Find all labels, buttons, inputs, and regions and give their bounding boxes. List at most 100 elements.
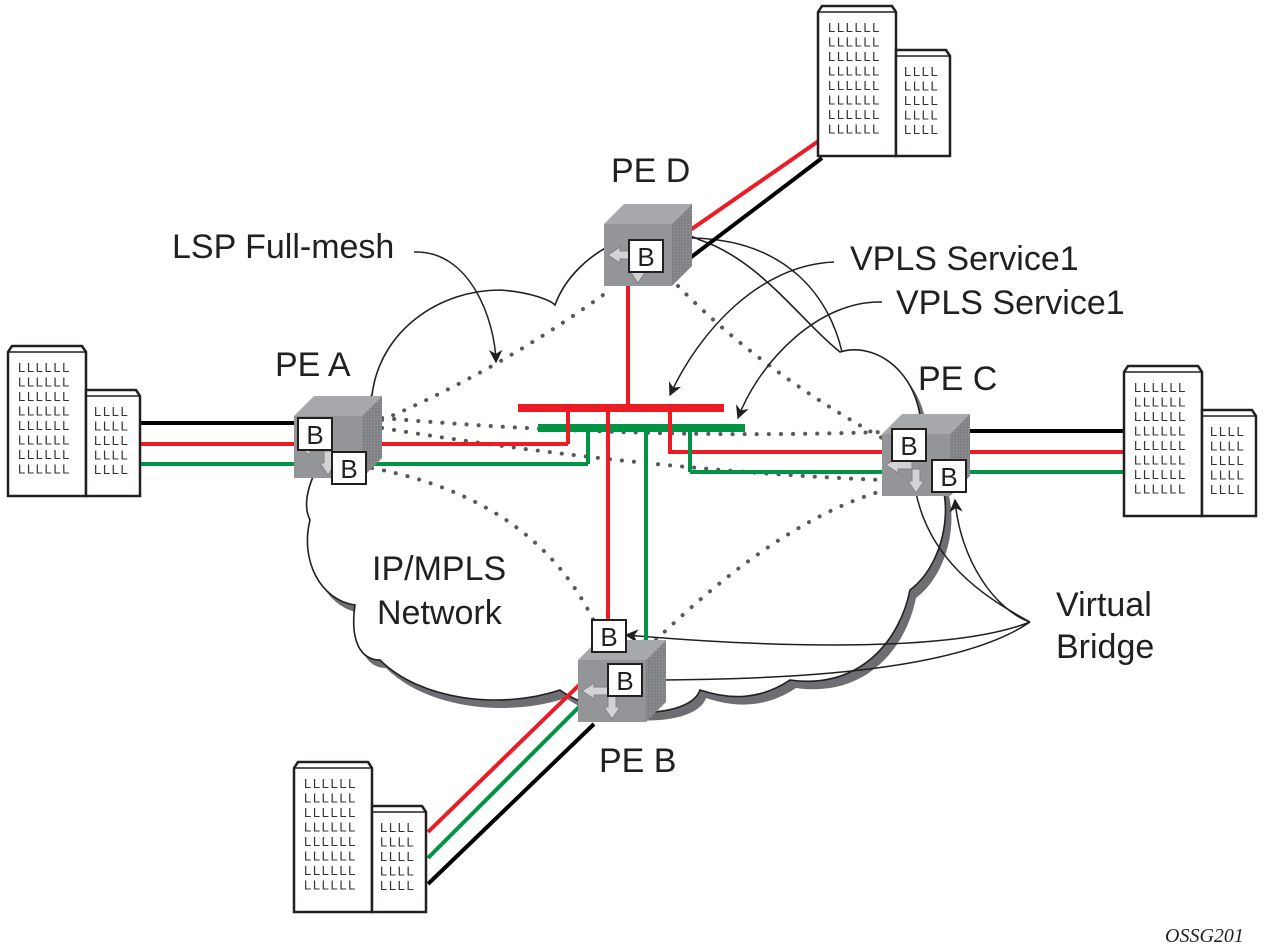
window-row: LLLL [904,108,939,123]
window-row: LLLLLL [18,447,71,462]
vpls1-callout-arrow [668,261,835,397]
pe-a-virtual-bridge-2[interactable]: B [331,451,367,485]
window-row: LLLL [1210,482,1245,497]
window-row: LLLLLL [18,462,71,477]
router-top-face [604,204,692,224]
pe-b-label: PE B [599,742,676,780]
pe-a-label: PE A [275,346,351,384]
vpls-services [518,280,745,640]
router-side-face [672,204,692,286]
window-row: LLLLLL [304,849,357,864]
window-row: LLLLLL [828,64,881,79]
labels: PE D PE A PE C PE B LSP Full-mesh VPLS S… [172,152,1244,947]
window-row: LLLL [380,849,415,864]
lsp-a-c [380,426,884,482]
network-label-line2: Network [377,594,503,632]
vbridge-arrow-4 [640,621,1031,687]
site-d-black [688,156,824,260]
bridge-label: B [340,454,357,484]
window-row: LLLL [380,820,415,835]
pe-d-virtual-bridge-1[interactable]: B [628,239,664,273]
window-row: LLLLLL [1134,453,1187,468]
site-c-building-icon: LLLLLLLLLLLLLLLLLLLLLLLLLLLLLLLLLLLLLLLL… [1122,364,1258,518]
window-row: LLLL [380,835,415,850]
bridge-label: B [900,431,917,461]
callout-arrows [413,237,1031,687]
vbridge-label-line1: Virtual [1056,586,1152,624]
window-row: LLLL [380,864,415,879]
lsp-full-mesh [370,284,887,642]
site-b-building-icon: LLLLLLLLLLLLLLLLLLLLLLLLLLLLLLLLLLLLLLLL… [292,760,428,914]
vbridge-arrow-3 [624,621,1031,646]
lsp-a-b [370,466,600,632]
window-row: LLLL [904,122,939,137]
window-row: LLLL [904,93,939,108]
vbridge-arrow-1 [907,470,1031,623]
bridge-label: B [940,462,957,492]
window-row: LLLLLL [18,389,71,404]
window-row: LLLL [1210,439,1245,454]
window-row: LLLL [94,419,129,434]
window-row: LLLL [94,433,129,448]
window-row: LLLLLL [18,418,71,433]
window-row: LLLL [1210,424,1245,439]
window-row: LLLL [94,462,129,477]
window-row: LLLLLL [304,878,357,893]
window-row: LLLLLL [1134,438,1187,453]
pe-c-router[interactable]: BB [882,414,970,496]
pe-c-virtual-bridge-1[interactable]: B [891,428,927,462]
window-row: LLLLLL [1134,424,1187,439]
pe-d-label: PE D [611,152,690,190]
window-row: LLLLLL [18,375,71,390]
window-row: LLLLLL [1134,409,1187,424]
cloud-arc-d [691,237,843,353]
pe-a-router[interactable]: BB [294,396,382,485]
window-row: LLLLLL [18,433,71,448]
window-row: LLLLLL [1134,380,1187,395]
pe-a-virtual-bridge-1[interactable]: B [297,417,333,451]
window-row: LLLLLL [304,863,357,878]
window-row: LLLLLL [18,404,71,419]
site-a-building-icon: LLLLLLLLLLLLLLLLLLLLLLLLLLLLLLLLLLLLLLLL… [6,344,142,498]
window-row: LLLL [904,79,939,94]
pe-b-virtual-bridge-1[interactable]: B [591,619,627,653]
site-d-building-icon: LLLLLLLLLLLLLLLLLLLLLLLLLLLLLLLLLLLLLLLL… [816,4,952,158]
window-row: LLLLLL [828,122,881,137]
router-arrow-icon [907,468,925,494]
window-row: LLLLLL [828,107,881,122]
vpls1-callout-label: VPLS Service1 [850,240,1079,278]
pe-c-virtual-bridge-2[interactable]: B [931,459,967,493]
router-top-face [294,396,382,416]
window-row: LLLL [1210,468,1245,483]
window-row: LLLLLL [1134,482,1187,497]
vpls2-callout-label: VPLS Service1 [896,284,1125,322]
vpls2-callout-arrow [736,301,883,420]
window-row: LLLLLL [828,78,881,93]
lsp-d-c [676,284,884,440]
site-b-black [426,722,596,886]
lsp-callout-arrow [413,251,503,364]
figure-id: OSSG201 [1165,925,1244,947]
lsp-callout-label: LSP Full-mesh [172,228,394,266]
window-row: LLLLLL [18,360,71,375]
window-row: LLLLLL [304,820,357,835]
lsp-a-d [380,288,612,422]
window-row: LLLL [94,448,129,463]
bridge-label: B [637,242,654,272]
network-label-line1: IP/MPLS [372,550,506,588]
vbridge-label-line2: Bridge [1056,628,1154,666]
window-row: LLLL [94,404,129,419]
window-row: LLLLLL [1134,395,1187,410]
window-row: LLLLLL [1134,467,1187,482]
router-side-face [646,640,666,722]
ip-mpls-cloud [305,231,952,721]
pe-b-virtual-bridge-2[interactable]: B [607,663,643,697]
window-row: LLLLLL [304,834,357,849]
pe-b-router[interactable]: BB [578,619,666,722]
bridge-label: B [600,622,617,652]
window-row: LLLLLL [304,805,357,820]
pe-d-router[interactable]: B [604,204,692,286]
window-row: LLLLLL [828,49,881,64]
bridge-label: B [306,420,323,450]
